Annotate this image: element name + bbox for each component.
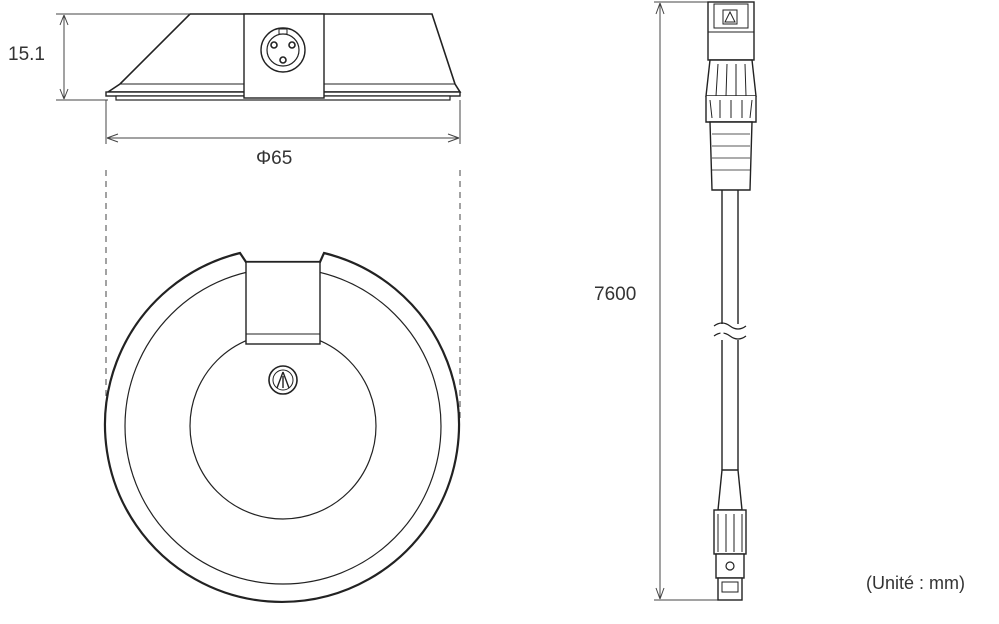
xlr-pin-3	[279, 56, 287, 64]
cable	[713, 190, 747, 470]
height-dimension	[56, 13, 190, 101]
brand-logo-icon	[268, 365, 298, 395]
top-view-outer-rim	[103, 251, 461, 603]
xlr-socket-outer	[260, 27, 306, 73]
cable-break-symbol	[713, 322, 747, 340]
cable-length-dimension	[654, 1, 718, 601]
cable-length-label: 7600	[594, 284, 637, 305]
top-view	[103, 251, 461, 603]
xlr-male-connector	[705, 1, 757, 191]
side-view	[105, 13, 462, 101]
mini-xlr-connector	[713, 469, 747, 601]
height-dimension-label: 15.1	[8, 44, 45, 65]
side-view-connector-housing	[243, 13, 325, 99]
xlr-pin-2	[288, 41, 296, 49]
unit-note: (Unité : mm)	[866, 573, 965, 593]
xlr-pin-1	[270, 41, 278, 49]
diameter-dimension	[105, 100, 461, 420]
top-view-connector-tab	[245, 261, 321, 345]
diameter-dimension-label: Φ65	[256, 148, 293, 169]
cable-boot-top	[709, 121, 753, 191]
connector-logo-icon	[722, 9, 738, 25]
